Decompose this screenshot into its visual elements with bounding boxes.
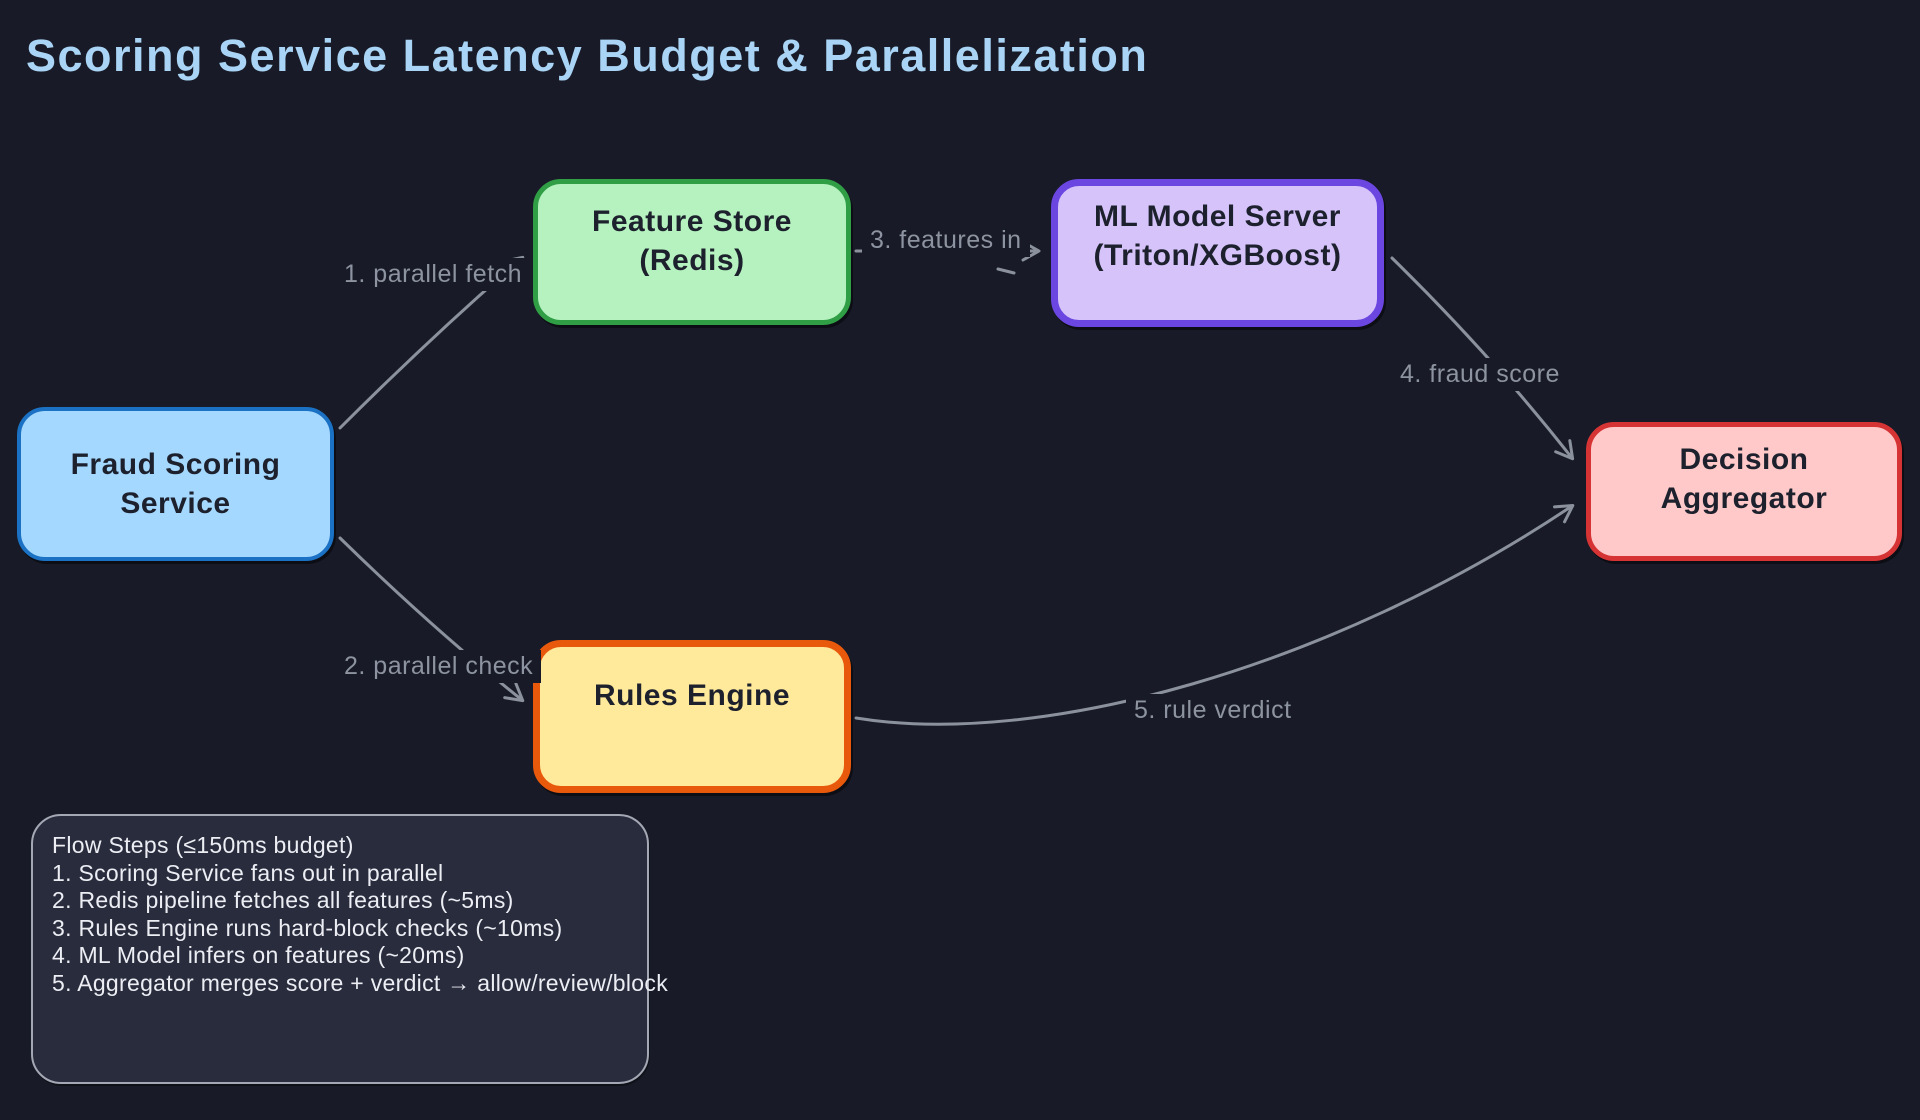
node-feature-store: Feature Store (Redis) (533, 179, 851, 325)
diagram-title: Scoring Service Latency Budget & Paralle… (26, 30, 1149, 81)
edge-rule-verdict (854, 503, 1575, 726)
notes-step-4: 4. ML Model infers on features (~20ms) (52, 942, 465, 968)
notes-step-1: 1. Scoring Service fans out in parallel (52, 859, 444, 886)
node-decision-aggregator: Decision Aggregator (1586, 422, 1902, 561)
node-rules-engine: Rules Engine (533, 640, 851, 793)
edge-label-parallel-check: 2. parallel check (336, 650, 542, 683)
dash-mark (996, 267, 1016, 275)
edge-label-rule-verdict: 5. rule verdict (1126, 694, 1300, 727)
notes-step-5: 5. Aggregator merges score + verdict → a… (52, 969, 668, 996)
notes-step-3: 3. Rules Engine runs hard-block checks (… (52, 914, 563, 941)
edge-label-parallel-fetch: 1. parallel fetch (336, 258, 531, 291)
node-ml-model-server: ML Model Server (Triton/XGBoost) (1051, 179, 1384, 327)
flow-steps-notes: Flow Steps (≤150ms budget) 1. Scoring Se… (31, 814, 668, 1084)
edge-label-fraud-score: 4. fraud score (1392, 358, 1568, 391)
notes-step-2: 2. Redis pipeline fetches all features (… (52, 887, 514, 913)
edge-label-features-in: 3. features in (862, 224, 1030, 257)
node-fraud-scoring-service: Fraud Scoring Service (17, 407, 334, 561)
notes-title: Flow Steps (≤150ms budget) (52, 832, 354, 858)
edge-fraud-score (1390, 256, 1575, 461)
